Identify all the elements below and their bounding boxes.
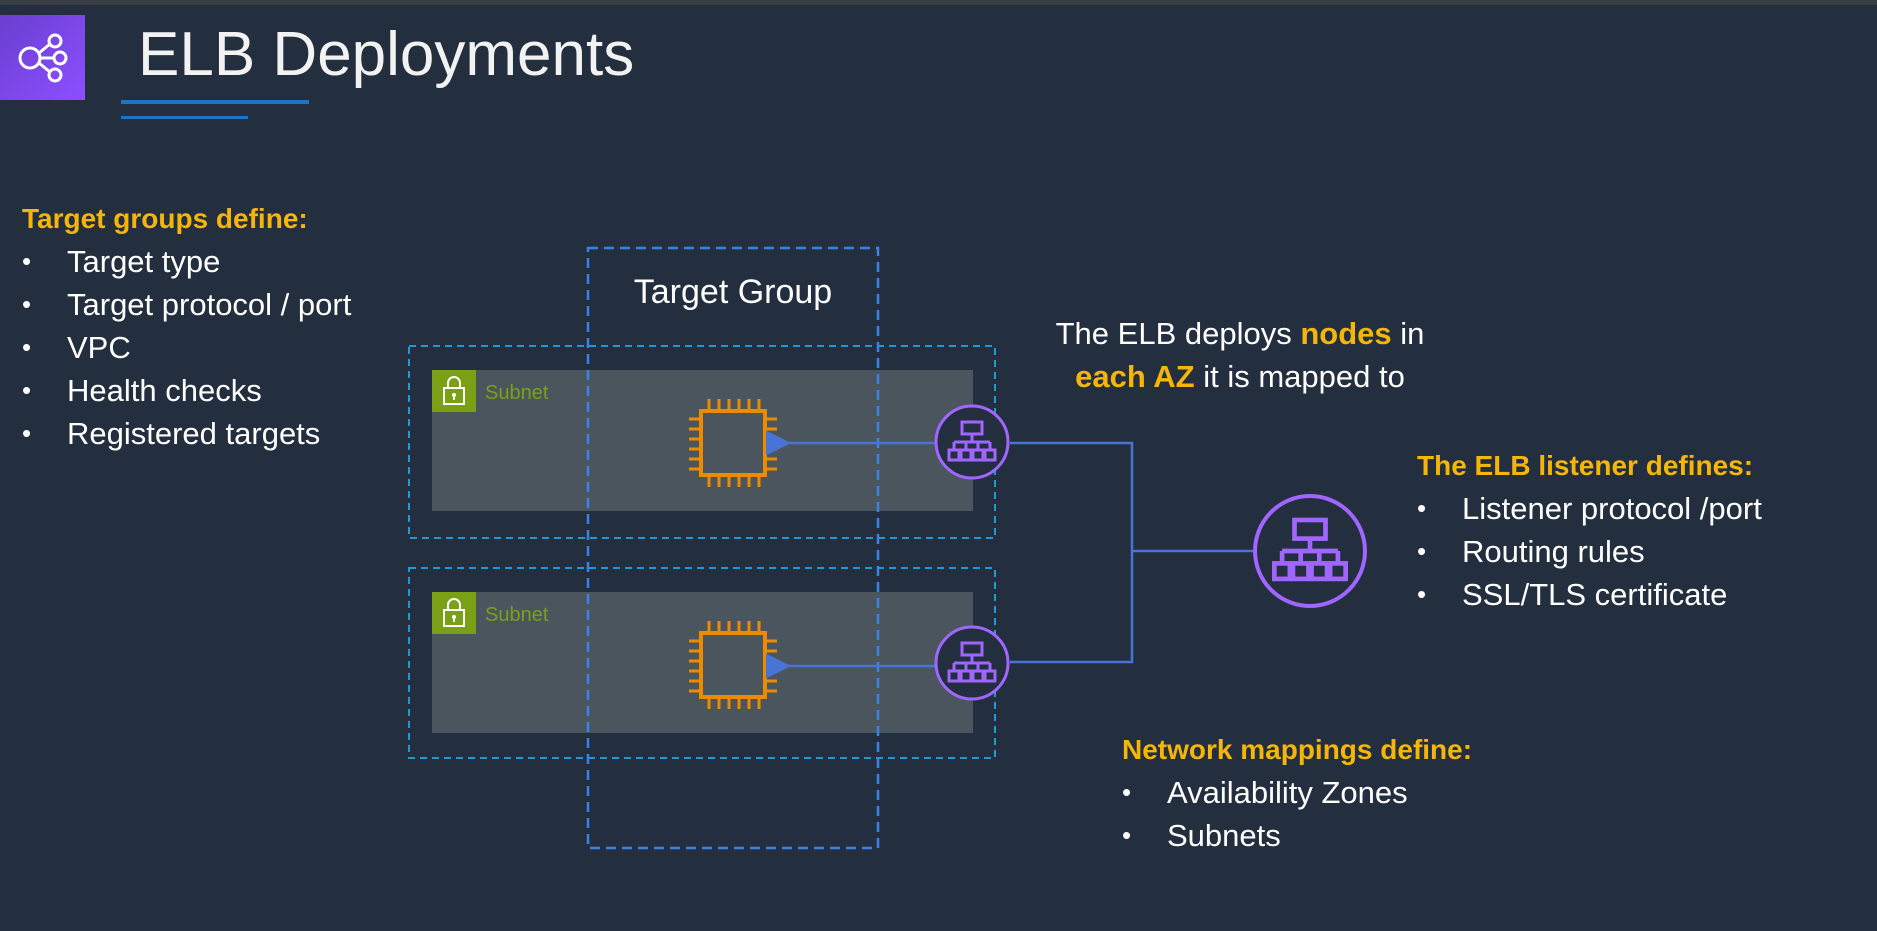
network-mappings-heading: Network mappings define: (1122, 734, 1473, 765)
title-underline (121, 100, 309, 104)
highlight-each-az: each AZ (1075, 359, 1195, 394)
elb-node-icon (934, 625, 1010, 701)
title-underline-short (121, 116, 248, 119)
target-groups-heading: Target groups define: (22, 203, 308, 234)
target-group-label: Target Group (633, 273, 833, 311)
list-item: •VPC (22, 330, 131, 365)
share-nodes-icon (18, 33, 67, 82)
list-item: •Health checks (22, 373, 262, 408)
target-groups-list: •Target type •Target protocol / port •VP… (22, 240, 351, 455)
lb-connector (1010, 441, 1134, 664)
list-item: •Availability Zones (1122, 775, 1408, 810)
elb-nodes-note: The ELB deploys nodes in each AZ it is m… (1055, 316, 1425, 394)
network-mappings-list: •Availability Zones •Subnets (1122, 771, 1408, 857)
subnet-label: Subnet (485, 604, 549, 626)
elb-service-logo (0, 15, 85, 100)
subnet-lock-icon (432, 370, 476, 412)
availability-zone-1 (408, 345, 996, 539)
list-item: •Subnets (1122, 818, 1281, 853)
elb-node-icon (934, 404, 1010, 480)
elb-icon (1253, 494, 1367, 608)
target-group-boundary (586, 246, 880, 850)
top-border (0, 0, 1877, 5)
list-item: •SSL/TLS certificate (1417, 577, 1728, 612)
list-item: •Routing rules (1417, 534, 1645, 569)
availability-zone-2 (408, 567, 996, 759)
listener-list: •Listener protocol /port •Routing rules … (1417, 487, 1762, 616)
list-item: •Registered targets (22, 416, 321, 451)
page-title: ELB Deployments (138, 20, 635, 89)
subnet-label: Subnet (485, 382, 549, 404)
listener-heading: The ELB listener defines: (1417, 450, 1754, 481)
highlight-nodes: nodes (1300, 316, 1392, 351)
list-item: •Listener protocol /port (1417, 491, 1762, 526)
list-item: •Target protocol / port (22, 287, 352, 322)
list-item: •Target type (22, 244, 221, 279)
subnet-lock-icon (432, 592, 476, 634)
